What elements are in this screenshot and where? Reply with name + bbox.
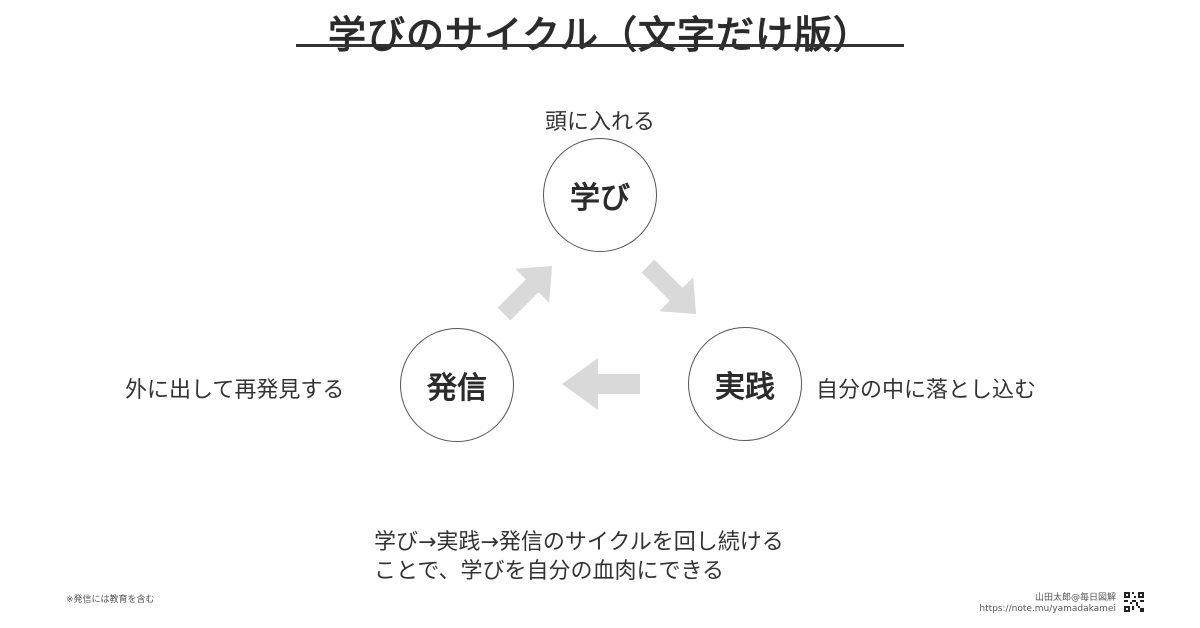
share-caption: 外に出して再発見する (125, 378, 345, 403)
page-title: 学びのサイクル（文字だけ版） (327, 13, 873, 57)
footnote: ※発信には教育を含む (66, 595, 155, 605)
arrow-learn-to-practice (641, 259, 697, 315)
summary-line-1: 学び→実践→発信のサイクルを回し続ける (374, 530, 784, 555)
share-node: 発信 (400, 328, 514, 442)
learn-label: 学び (570, 181, 630, 216)
summary-line-2: ことで、学びを自分の血肉にできる (374, 559, 725, 584)
share-label: 発信 (427, 371, 487, 406)
title-underline (296, 44, 904, 47)
practice-label: 実践 (715, 370, 775, 405)
qr-code-icon (1124, 592, 1144, 612)
summary-text: 学び→実践→発信のサイクルを回し続ける ことで、学びを自分の血肉にできる (374, 528, 784, 586)
credit-author: 山田太郎@毎日図解 (1034, 593, 1116, 603)
learn-node: 学び (543, 138, 657, 252)
arrow-practice-to-share (562, 358, 640, 410)
credit-url: https://note.mu/yamadakamei (979, 604, 1116, 614)
arrow-share-to-learn (497, 265, 553, 321)
practice-node: 実践 (688, 327, 802, 441)
learn-caption: 頭に入れる (544, 110, 655, 135)
practice-caption: 自分の中に落とし込む (816, 378, 1037, 403)
